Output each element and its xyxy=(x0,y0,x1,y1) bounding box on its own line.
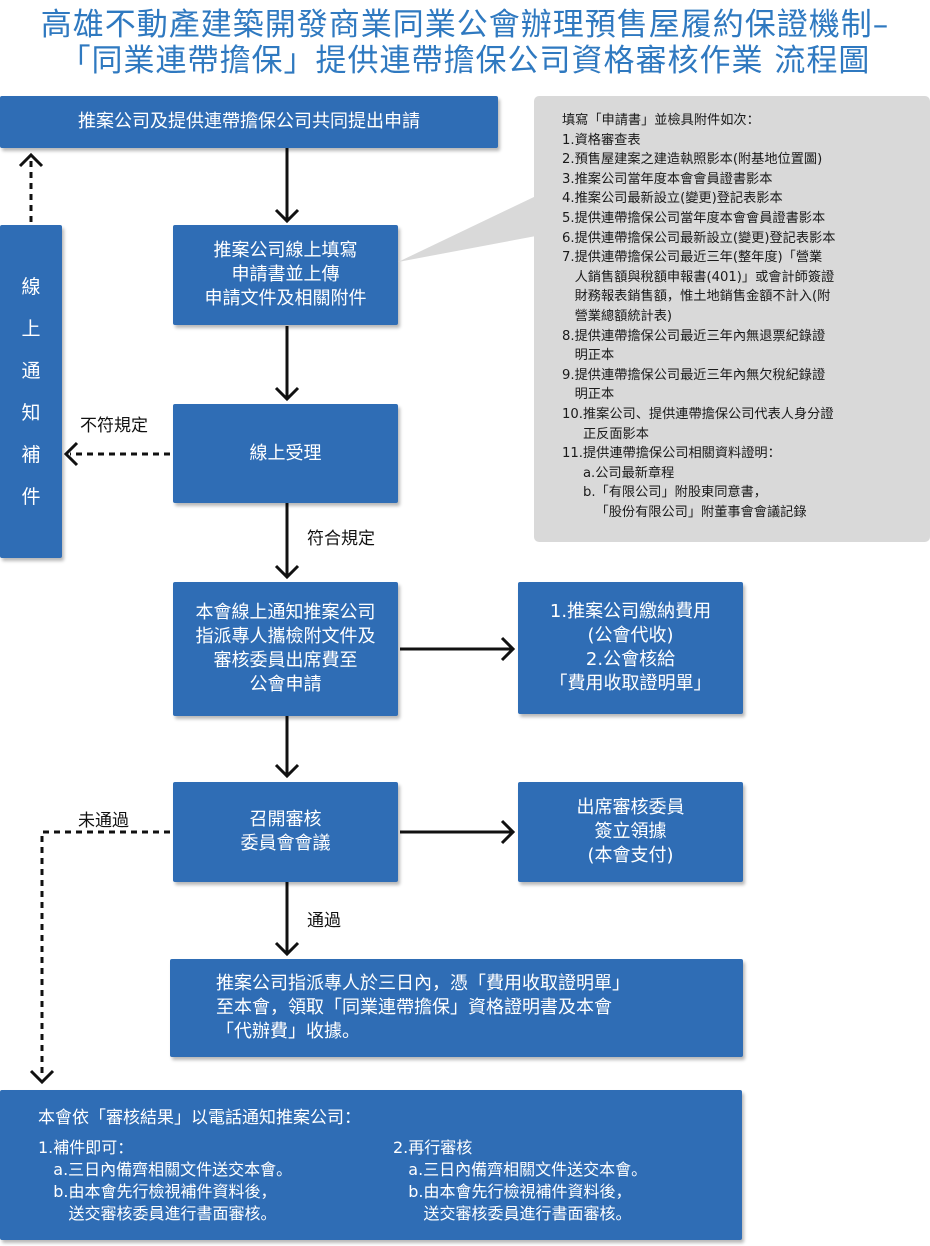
col1-line: 1.補件即可： xyxy=(38,1138,134,1157)
attend-line-3: (本會支付) xyxy=(587,845,674,866)
notify-line-2: 指派專人攜檢附文件及 xyxy=(195,626,376,647)
note-line: 2.預售屋建案之建造執照影本(附基地位置圖) xyxy=(562,152,823,168)
side-char: 上 xyxy=(21,317,41,340)
note-line: 財務報表銷售額，惟土地銷售金額不計入(附 xyxy=(562,289,831,305)
result-notice-box: 本會依「審核結果」以電話通知推案公司： 1.補件即可： a.三日內備齊相關文件送… xyxy=(0,1090,742,1240)
collect-box: 推案公司指派專人於三日內，憑「費用收取證明單」 至本會，領取「同業連帶擔保」資格… xyxy=(170,959,743,1057)
note-line: 人銷售額與稅額申報書(401)」或會計師簽證 xyxy=(562,269,835,285)
note-line: 「股份有限公司」附董事會會議記錄 xyxy=(562,504,807,520)
collect-line-2: 至本會，領取「同業連帶擔保」資格證明書及本會 xyxy=(216,997,612,1018)
fee-line-1: 1.推案公司繳納費用 xyxy=(549,601,712,622)
attend-box: 出席審核委員 簽立領據 (本會支付) xyxy=(518,782,743,882)
online-accept-box: 線上受理 xyxy=(173,404,398,503)
note-line: 明正本 xyxy=(562,348,615,364)
note-line: 5.提供連帶擔保公司當年度本會會員證書影本 xyxy=(562,210,826,226)
title-line-2: 「同業連帶擔保」提供連帶擔保公司資格審核作業 流程圖 xyxy=(59,43,871,79)
note-line: 3.推案公司當年度本會會員證書影本 xyxy=(562,171,773,187)
note-line: 9.提供連帶擔保公司最近三年內無欠稅紀錄證 xyxy=(562,367,826,383)
col2-line: b.由本會先行檢視補件資料後， xyxy=(393,1182,632,1201)
note-line: 8.提供連帶擔保公司最近三年內無退票紀錄證 xyxy=(562,328,826,344)
notify-line-1: 本會線上通知推案公司 xyxy=(195,602,376,623)
fill-application-box: 推案公司線上填寫 申請書並上傳 申請文件及相關附件 xyxy=(173,225,398,325)
notify-line-3: 審核委員出席費至 xyxy=(213,650,358,671)
fill-line-3: 申請文件及相關附件 xyxy=(204,288,367,309)
note-line: 正反面影本 xyxy=(562,426,649,442)
collect-line-1: 推案公司指派專人於三日內，憑「費用收取證明單」 xyxy=(216,973,630,994)
title-line-1: 高雄不動產建築開發商業同業公會辦理預售屋履約保證機制– xyxy=(40,7,890,43)
attend-line-2: 簽立領據 xyxy=(594,821,667,842)
fee-box: 1.推案公司繳納費用 (公會代收) 2.公會核給 「費用收取證明單」 xyxy=(518,582,743,714)
note-line: b.「有限公司」附股東同意書， xyxy=(562,485,767,501)
apply-box: 推案公司及提供連帶擔保公司共同提出申請 xyxy=(0,96,498,148)
note-line: 10.推案公司、提供連帶擔保公司代表人身分證 xyxy=(562,406,834,422)
note-line: a.公司最新章程 xyxy=(562,465,675,481)
note-line: 11.提供連帶擔保公司相關資料證明： xyxy=(562,446,781,462)
not-passed-label: 未通過 xyxy=(78,811,129,831)
fee-line-4: 「費用收取證明單」 xyxy=(549,673,712,694)
note-line: 1.資格審查表 xyxy=(562,132,641,148)
compliant-label: 符合規定 xyxy=(307,529,375,549)
note-line: 填寫「申請書」並檢具附件如次： xyxy=(562,113,760,128)
col1-line: a.三日內備齊相關文件送交本會。 xyxy=(38,1160,293,1179)
online-supplement-box: 線 上 通 知 補 件 xyxy=(0,225,62,558)
attend-line-1: 出席審核委員 xyxy=(576,797,685,818)
col2-line: 送交審核委員進行書面審核。 xyxy=(393,1204,632,1223)
col1-line: 送交審核委員進行書面審核。 xyxy=(38,1204,277,1223)
fee-line-3: 2.公會核給 xyxy=(585,649,676,670)
note-line: 7.提供連帶擔保公司最近三年(整年度)「營業 xyxy=(562,250,823,266)
side-char: 知 xyxy=(21,401,41,424)
result-heading: 本會依「審核結果」以電話通知推案公司： xyxy=(38,1108,361,1128)
notify-box: 本會線上通知推案公司 指派專人攜檢附文件及 審核委員出席費至 公會申請 xyxy=(173,582,398,716)
note-line: 6.提供連帶擔保公司最新設立(變更)登記表影本 xyxy=(562,230,836,246)
side-char: 補 xyxy=(21,443,41,466)
note-line: 明正本 xyxy=(562,387,615,403)
col1-line: b.由本會先行檢視補件資料後， xyxy=(38,1182,277,1201)
meeting-line-1: 召開審核 xyxy=(249,809,322,830)
side-char: 通 xyxy=(21,359,41,382)
notify-line-4: 公會申請 xyxy=(249,674,322,695)
col2-line: 2.再行審核 xyxy=(393,1138,473,1157)
col2-line: a.三日內備齊相關文件送交本會。 xyxy=(393,1160,648,1179)
note-line: 營業總額統計表) xyxy=(562,308,673,324)
supplement-column: 1.補件即可： a.三日內備齊相關文件送交本會。 b.由本會先行檢視補件資料後，… xyxy=(38,1137,292,1225)
meeting-box: 召開審核 委員會會議 xyxy=(173,782,398,882)
apply-text: 推案公司及提供連帶擔保公司共同提出申請 xyxy=(78,111,420,132)
noncompliant-label: 不符規定 xyxy=(80,416,148,436)
collect-line-3: 「代辦費」收據。 xyxy=(216,1021,360,1042)
note-line: 4.推案公司最新設立(變更)登記表影本 xyxy=(562,191,783,207)
side-char: 件 xyxy=(21,485,41,508)
fee-line-2: (公會代收) xyxy=(587,625,674,646)
meeting-line-2: 委員會會議 xyxy=(240,833,331,854)
passed-label: 通過 xyxy=(307,911,341,931)
re-review-column: 2.再行審核 a.三日內備齊相關文件送交本會。 b.由本會先行檢視補件資料後， … xyxy=(393,1137,647,1225)
fill-line-2: 申請書並上傳 xyxy=(231,264,340,285)
accept-text: 線上受理 xyxy=(249,442,322,464)
fill-line-1: 推案公司線上填寫 xyxy=(213,240,358,261)
attachments-note: 填寫「申請書」並檢具附件如次： 1.資格審查表 2.預售屋建案之建造執照影本(附… xyxy=(534,96,930,542)
side-char: 線 xyxy=(21,275,41,298)
